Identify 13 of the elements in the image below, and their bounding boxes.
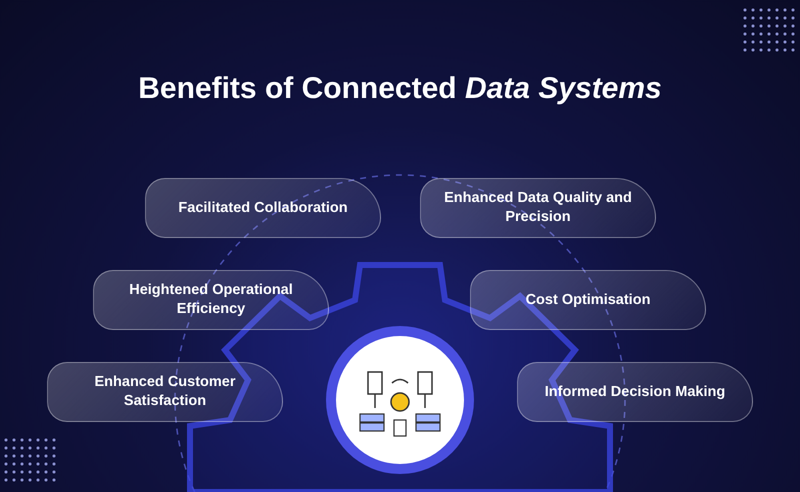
benefit-text: Cost Optimisation [524, 290, 652, 310]
benefit-text: Enhanced Customer Satisfaction [94, 373, 236, 411]
benefit-card [470, 270, 706, 330]
benefit-text: Informed Decision Making [544, 382, 726, 402]
benefit-text: Heightened Operational Efficiency [128, 281, 294, 319]
benefit-text: Enhanced Data Quality and Precision [443, 189, 633, 227]
benefit-text: Facilitated Collaboration [177, 198, 349, 218]
benefit-card [93, 270, 329, 330]
benefit-card [145, 178, 381, 238]
title: Benefits of Connected Data Systems [137, 72, 663, 106]
benefit-card [517, 362, 753, 422]
benefit-card [47, 362, 283, 422]
benefit-card [420, 178, 656, 238]
